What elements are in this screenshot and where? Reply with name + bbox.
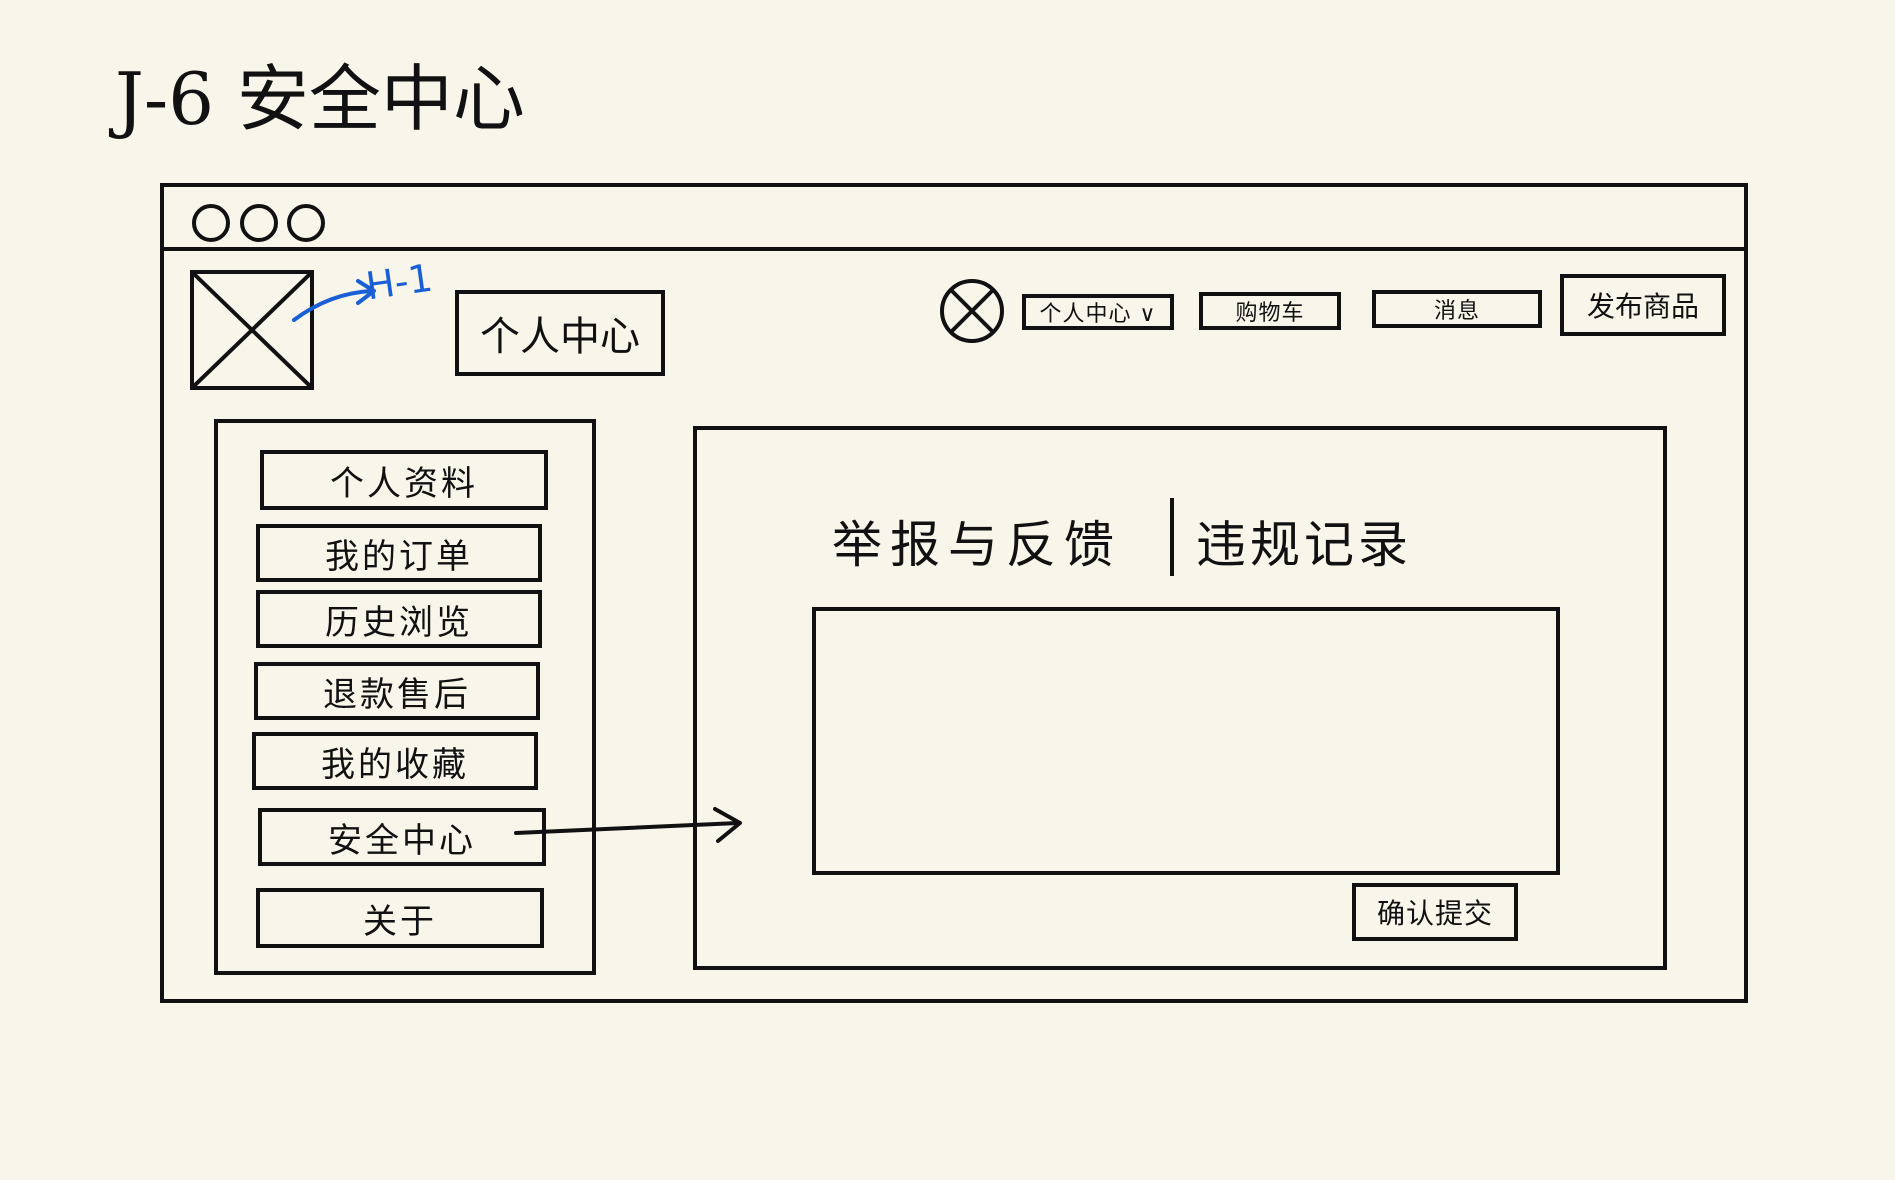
nav-personal-center-label: 个人中心 ∨ [1039, 302, 1157, 327]
sidebar-item-history[interactable]: 历史浏览 [256, 590, 542, 648]
sidebar-item-label: 历史浏览 [325, 602, 473, 643]
navigation-arrow [514, 807, 742, 843]
sidebar-item-label: 个人资料 [330, 463, 478, 504]
sidebar-item-label: 安全中心 [328, 820, 476, 861]
sidebar [214, 419, 596, 975]
nav-publish-product[interactable]: 发布商品 [1560, 274, 1726, 336]
sidebar-item-label: 关于 [363, 901, 437, 942]
tab-violation-records[interactable]: 违规记录 [1196, 510, 1426, 580]
tab-report-feedback[interactable]: 举报与反馈 [832, 510, 1142, 580]
logo-image-placeholder[interactable] [190, 270, 314, 390]
feedback-textarea[interactable] [812, 607, 1560, 875]
annotation-arrow [292, 279, 376, 322]
personal-center-header-button[interactable]: 个人中心 [455, 290, 665, 376]
nav-publish-product-label: 发布商品 [1586, 290, 1699, 323]
personal-center-header-label: 个人中心 [480, 314, 640, 360]
page-title: J-6 安全中心 [115, 57, 525, 141]
nav-messages-label: 消息 [1433, 299, 1480, 324]
tab-label: 举报与反馈 [832, 516, 1122, 574]
sidebar-item-label: 我的收藏 [321, 744, 469, 785]
nav-messages[interactable]: 消息 [1372, 290, 1542, 328]
annotation-label: H-1 [363, 255, 436, 309]
window-dot-maximize[interactable] [287, 204, 325, 242]
sidebar-item-label: 退款售后 [323, 674, 471, 715]
sidebar-item-security[interactable]: 安全中心 [258, 808, 546, 866]
window-dot-close[interactable] [192, 204, 230, 242]
sidebar-item-favorites[interactable]: 我的收藏 [252, 732, 538, 790]
window-dot-minimize[interactable] [240, 204, 278, 242]
submit-button[interactable]: 确认提交 [1352, 883, 1518, 941]
nav-cart-label: 购物车 [1235, 301, 1305, 326]
sidebar-item-orders[interactable]: 我的订单 [256, 524, 542, 582]
sidebar-item-about[interactable]: 关于 [256, 888, 544, 948]
content-panel [693, 426, 1667, 970]
window-titlebar-divider [160, 247, 1748, 251]
tab-label: 违规记录 [1196, 516, 1412, 574]
nav-cart[interactable]: 购物车 [1199, 292, 1341, 330]
nav-personal-center-dropdown[interactable]: 个人中心 ∨ [1022, 294, 1174, 330]
image-placeholder-icon [194, 274, 310, 386]
sidebar-item-label: 我的订单 [325, 536, 473, 577]
close-circle-icon [940, 279, 1004, 343]
sidebar-item-refunds[interactable]: 退款售后 [254, 662, 540, 720]
tab-divider [1170, 498, 1174, 576]
submit-button-label: 确认提交 [1376, 897, 1493, 930]
browser-window [160, 183, 1748, 1003]
close-circle-button[interactable] [938, 278, 1006, 344]
sidebar-item-profile[interactable]: 个人资料 [260, 450, 548, 510]
